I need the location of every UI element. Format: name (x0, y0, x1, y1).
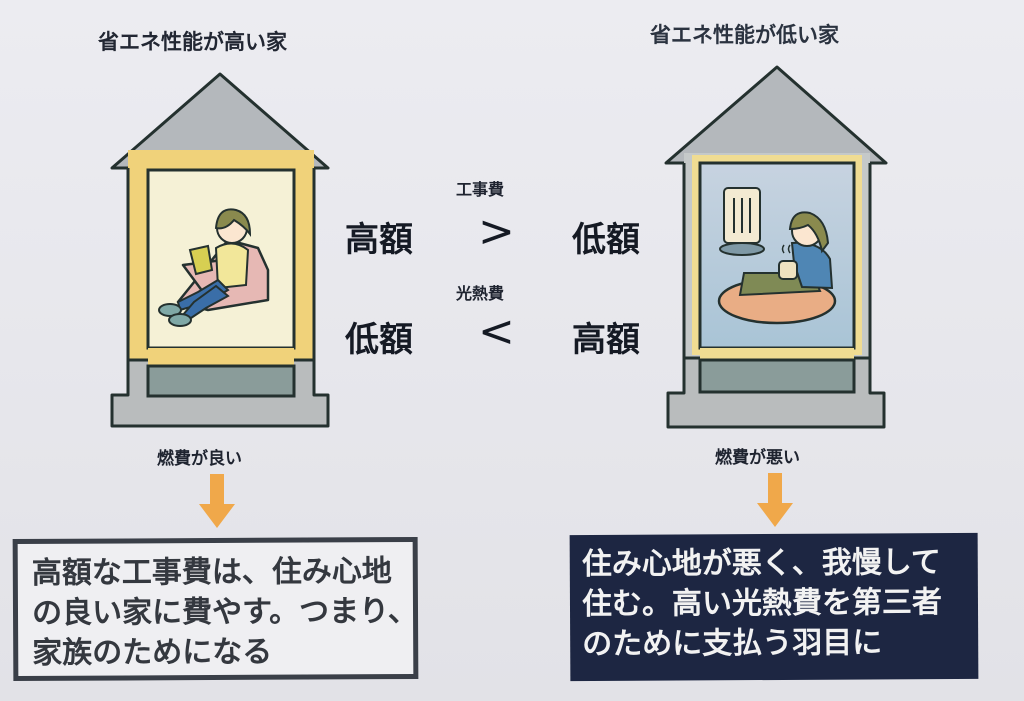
conclusion-line: 住む。高い光熱費を第三者 (581, 585, 943, 623)
high-efficiency-house-illustration (110, 72, 330, 428)
left-house-title: 省エネ性能が高い家 (98, 30, 287, 54)
left-fuel-efficiency-caption: 燃費が良い (157, 449, 242, 469)
utility-cost-label: 光熱費 (456, 284, 505, 303)
heater-icon (719, 187, 765, 256)
conclusion-line: のために支払う羽目に (582, 625, 883, 663)
low-efficiency-house-illustration (664, 65, 888, 429)
conclusion-line: の良い家に費やす。つまり、 (31, 593, 418, 631)
conclusion-line: 住み心地が悪く、我慢して (581, 545, 941, 583)
woman-shivering-icon (778, 211, 834, 290)
right-conclusion-box: 住み心地が悪く、我慢して 住む。高い光熱費を第三者 のために支払う羽目に (569, 532, 979, 682)
left-conclusion-box: 高額な工事費は、住み心地 の良い家に費やす。つまり、 家族のためになる (12, 536, 419, 682)
right-house-title: 省エネ性能が低い家 (650, 23, 839, 47)
right-fuel-efficiency-caption: 燃費が悪い (715, 448, 800, 468)
conclusion-line: 家族のためになる (32, 634, 273, 671)
construction-cost-high-house: 高額 (345, 220, 413, 260)
down-arrow-icon (757, 473, 793, 527)
utility-cost-high-house: 低額 (345, 320, 413, 360)
less-than-symbol: < (478, 306, 515, 357)
down-arrow-icon (199, 474, 235, 528)
construction-cost-low-house: 低額 (572, 220, 640, 260)
conclusion-line: 高額な工事費は、住み心地 (31, 554, 392, 591)
construction-cost-label: 工事費 (456, 180, 505, 199)
greater-than-symbol: > (478, 206, 515, 257)
utility-cost-low-house: 高額 (572, 320, 640, 360)
woman-reading-icon (158, 208, 252, 327)
